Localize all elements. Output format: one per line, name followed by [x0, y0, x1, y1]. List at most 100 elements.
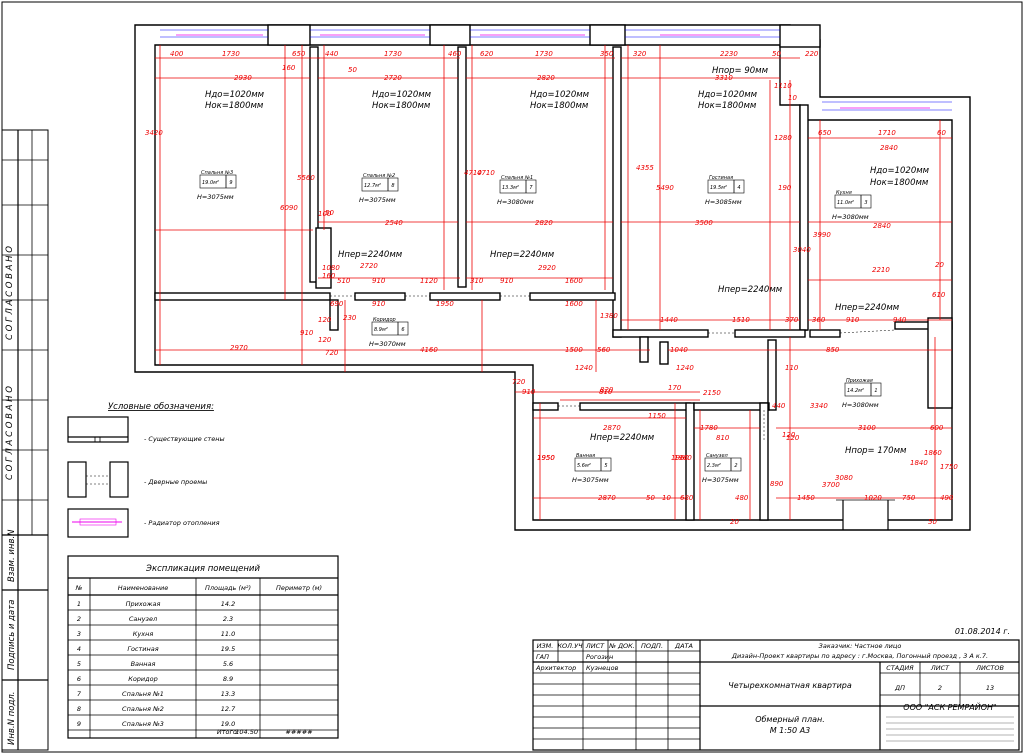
- threshold-height: Hпор= 170мм: [845, 446, 907, 456]
- stamp-gap-name: Рогозин: [586, 653, 613, 661]
- room-height: H=3075мм: [197, 193, 234, 201]
- dimension-label: 910: [372, 277, 386, 285]
- room-number: 9: [229, 180, 232, 186]
- table-row-area: 11.0: [221, 630, 235, 638]
- table-row-num: 7: [77, 690, 82, 698]
- dimension-label: 910: [846, 316, 860, 324]
- date-label: 01.08.2014 г.: [955, 627, 1010, 636]
- table-row-num: 1: [77, 600, 81, 608]
- legend: Условные обозначения: - Существующие сте…: [67, 402, 225, 538]
- dimension-label: 6090: [280, 204, 298, 212]
- dimension-label: 10: [788, 94, 797, 102]
- podp-label: Подпись и дата: [7, 600, 17, 670]
- lintel-height: Hпер=2240мм: [338, 250, 403, 260]
- table-header-num: №: [75, 584, 83, 592]
- dimension-label: 5560: [297, 174, 315, 182]
- room-height: H=3075мм: [702, 476, 739, 484]
- room-name: Прихожая: [846, 378, 873, 384]
- window-sill-height: Hдо=1020мм: [372, 90, 432, 100]
- threshold-height: Hпор= 90мм: [712, 66, 769, 76]
- window-sill-height: Hдо=1020мм: [530, 90, 590, 100]
- dimension-label: 120: [318, 336, 332, 344]
- dimension-label: 1280: [774, 134, 792, 142]
- room-area: 19.5м²: [710, 185, 727, 191]
- approved-label-1: С О Г Л А С О В А Н О: [5, 246, 15, 340]
- dimension-label: 400: [170, 50, 184, 58]
- table-row-num: 3: [77, 630, 81, 638]
- dimension-label: 3040: [793, 246, 811, 254]
- dimension-label: 60: [937, 129, 946, 137]
- dimension-label: 1510: [732, 316, 750, 324]
- dimension-label: 230: [343, 314, 357, 322]
- dimension-label: 1080: [322, 264, 340, 272]
- stamp-arch-name: Кузнецов: [586, 664, 619, 672]
- table-row-num: 5: [77, 660, 81, 668]
- stamp-gap-role: ГАП: [536, 653, 549, 661]
- dimension-label: 2720: [384, 74, 402, 82]
- dimension-label: 1840: [910, 459, 928, 467]
- lintel-height: Hпер=2240мм: [835, 303, 900, 313]
- dimension-label: 3700: [822, 481, 840, 489]
- table-row-name: Прихожая: [126, 600, 161, 608]
- stamp-sheets: 13: [986, 684, 994, 692]
- window-sill-height: Hдо=1020мм: [698, 90, 758, 100]
- table-row-area: 19.5: [221, 645, 235, 653]
- dimension-label: 750: [902, 494, 916, 502]
- dimension-label: 5490: [656, 184, 674, 192]
- dimension-label: 1040: [670, 346, 688, 354]
- dimension-label: 1450: [797, 494, 815, 502]
- table-row-num: 4: [77, 645, 81, 653]
- vzam-label: Взам. инв.N: [7, 529, 17, 582]
- dimension-label: 910: [300, 329, 314, 337]
- dimension-label: 3420: [145, 129, 163, 137]
- lintel-height: Hпер=2240мм: [490, 250, 555, 260]
- dimension-label: 3100: [858, 424, 876, 432]
- title-block: ИЗМ. КОЛ.УЧ ЛИСТ № ДОК. ПОДП. ДАТА ГАП Р…: [532, 639, 1020, 751]
- stamp-col-kol: КОЛ.УЧ: [557, 642, 583, 650]
- table-row-name: Спальня №1: [122, 690, 164, 698]
- stamp-company: ООО "АСК РЕМРАЙОН": [903, 701, 996, 712]
- dimension-label: 50: [325, 209, 334, 217]
- dimension-label: 100: [318, 210, 332, 218]
- room-name: Спальня №1: [501, 175, 533, 181]
- stamp-fineprint: [886, 716, 1014, 742]
- dimension-label: 2210: [872, 266, 890, 274]
- dimension-label: 360: [812, 316, 826, 324]
- dimension-label: 560: [597, 346, 611, 354]
- room-area: 12.7м²: [364, 183, 381, 189]
- room-height: H=3075мм: [359, 196, 396, 204]
- legend-title: Условные обозначения:: [108, 402, 214, 412]
- dimension-label: 480: [735, 494, 749, 502]
- dimension-label: 440: [772, 402, 786, 410]
- dimension-label: 120: [786, 434, 800, 442]
- dimension-label: 220: [805, 50, 819, 58]
- room-name: Спальня №2: [363, 173, 395, 179]
- dimension-label: 1020: [864, 494, 882, 502]
- table-title: Экспликация помещений: [145, 564, 260, 574]
- stamp-stage-label: СТАДИЯ: [886, 664, 914, 672]
- table-row-name: Коридор: [128, 675, 158, 683]
- table-row-name: Спальня №2: [122, 705, 164, 713]
- table-row-area: 14.2: [221, 600, 235, 608]
- dimension-label: 120: [782, 431, 796, 439]
- stamp-col-date: ДАТА: [674, 642, 693, 650]
- room-number: 7: [529, 185, 533, 191]
- approved-label-2: С О Г Л А С О В А Н О: [5, 386, 15, 480]
- window-height: Hок=1800мм: [205, 101, 264, 111]
- dimension-label: 350: [600, 50, 614, 58]
- room-number: 6: [401, 327, 404, 333]
- dimension-label: 1150: [648, 412, 666, 420]
- stamp-sheet-label: ЛИСТ: [930, 664, 950, 672]
- room-name: Коридор: [373, 317, 396, 323]
- dimension-label: 1960: [674, 454, 692, 462]
- dimension-label: 1110: [774, 82, 792, 90]
- room-height: H=3075мм: [572, 476, 609, 484]
- dimension-label: 1710: [878, 129, 896, 137]
- dimension-label: 1120: [420, 277, 438, 285]
- dimension-label: 1600: [565, 300, 583, 308]
- window-height: Hок=1800мм: [530, 101, 589, 111]
- room-height: H=3080мм: [842, 401, 879, 409]
- table-header-perimeter: Периметр (м): [276, 584, 322, 592]
